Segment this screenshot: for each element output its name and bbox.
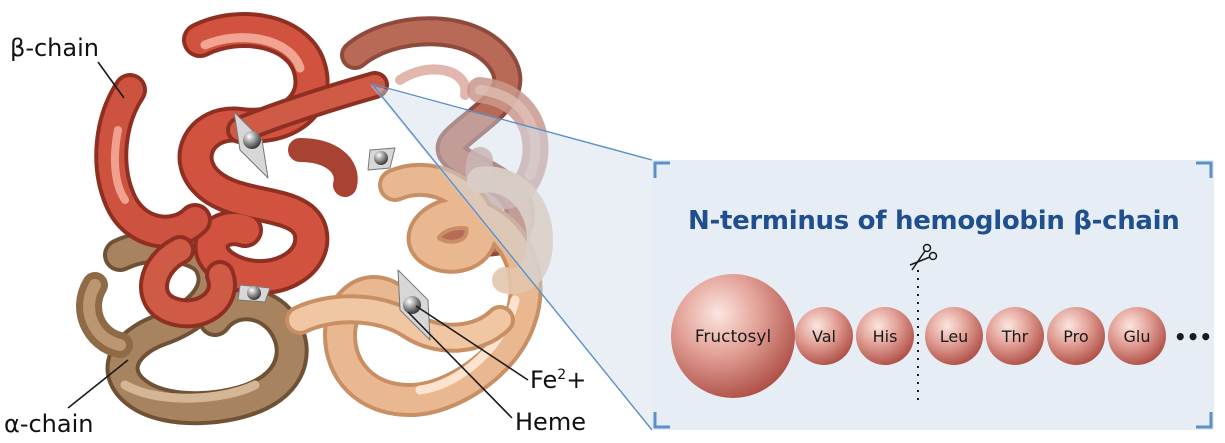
chain-continues-ellipsis: •••: [1174, 325, 1212, 349]
fe-ion-label: Fe2+: [530, 368, 586, 392]
residue-label-fructosyl: Fructosyl: [695, 327, 771, 347]
zoom-callout: [370, 84, 652, 430]
residue-label-his: His: [873, 327, 898, 346]
fe-charge: +: [566, 366, 586, 394]
residue-label-thr: Thr: [1001, 327, 1029, 346]
alpha-chain-label: α-chain: [4, 412, 93, 436]
beta-chain-label: β-chain: [10, 36, 99, 60]
residue-label-val: Val: [812, 327, 836, 346]
fe-symbol: Fe: [530, 366, 557, 394]
fe-superscript: 2: [557, 367, 566, 383]
residue-label-glu: Glu: [1124, 327, 1151, 346]
residue-label-leu: Leu: [940, 327, 969, 346]
panel-title: N-terminus of hemoglobin β-chain: [688, 206, 1179, 236]
protein-structure: [89, 30, 540, 408]
heme-label: Heme: [515, 410, 586, 434]
residue-label-pro: Pro: [1063, 327, 1088, 346]
inset-panel: Fructosyl Val His Leu Thr Pro Glu •••: [652, 160, 1214, 430]
beta-chain-front: [111, 30, 375, 313]
